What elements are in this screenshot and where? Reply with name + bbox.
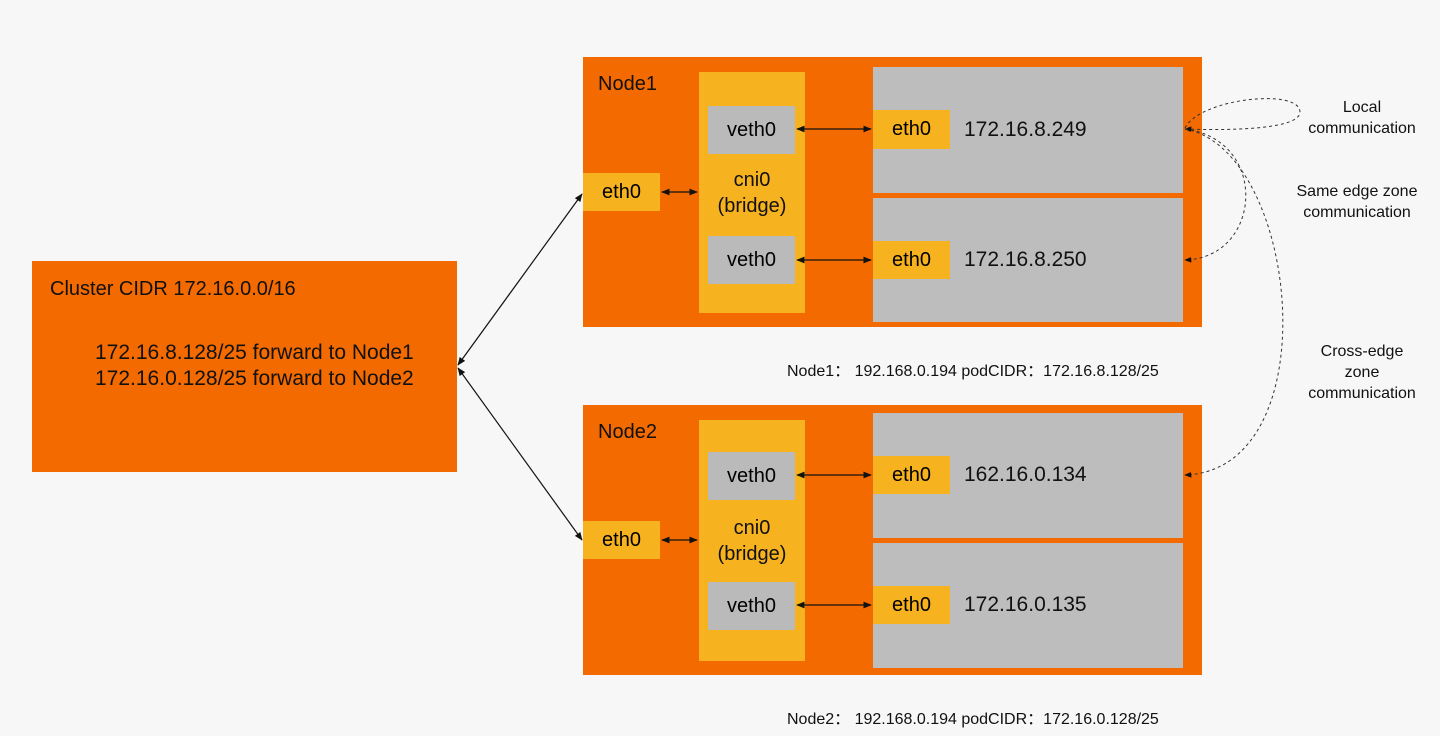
cluster-box: Cluster CIDR 172.16.0.0/16 172.16.8.128/…: [32, 261, 457, 472]
node2-bridge-name: cni0: [733, 517, 771, 539]
node1-pod-1-ip: 172.16.8.249: [964, 118, 1087, 141]
local-communication-label: Local communication: [1308, 99, 1416, 137]
dashed-local-loop: [1184, 98, 1301, 133]
node2-pod-2-ip: 172.16.0.135: [964, 593, 1087, 616]
cluster-title: Cluster CIDR 172.16.0.0/16: [50, 278, 296, 300]
node2-caption: Node2： 192.168.0.194 podCIDR：172.16.0.12…: [787, 711, 1159, 728]
arrow-cluster-node1: [457, 193, 583, 366]
node2-eth0: eth0: [583, 521, 660, 559]
node1-label: Node1: [598, 73, 657, 95]
same-zone-communication-label: Same edge zone communication: [1296, 183, 1418, 221]
node1-bridge-type: (bridge): [717, 195, 787, 217]
node2-veth-top: veth0: [708, 452, 795, 500]
node1-bridge-name: cni0: [733, 169, 771, 191]
node2-bridge-type: (bridge): [717, 543, 787, 565]
node2-pod-1-ip: 162.16.0.134: [964, 463, 1087, 486]
node2-pod-2-eth0: eth0: [873, 586, 950, 624]
node1-veth-bottom: veth0: [708, 236, 795, 284]
node1-pod-1-eth0: eth0: [873, 110, 950, 149]
cluster-route-node2: 172.16.0.128/25 forward to Node2: [95, 367, 414, 390]
node2-pod-1-eth0: eth0: [873, 456, 950, 494]
node1-caption: Node1： 192.168.0.194 podCIDR：172.16.8.12…: [787, 363, 1159, 380]
cross-zone-communication-label: Cross-edge zone communication: [1308, 343, 1416, 402]
node1-eth0: eth0: [583, 173, 660, 211]
node1-veth-top: veth0: [708, 106, 795, 154]
node2-veth-bottom: veth0: [708, 582, 795, 630]
node1-pod-2-ip: 172.16.8.250: [964, 248, 1087, 271]
arrow-cluster-node2: [457, 367, 583, 541]
cluster-route-node1: 172.16.8.128/25 forward to Node1: [95, 341, 414, 364]
node2-label: Node2: [598, 421, 657, 443]
node1-pod-2-eth0: eth0: [873, 241, 950, 279]
